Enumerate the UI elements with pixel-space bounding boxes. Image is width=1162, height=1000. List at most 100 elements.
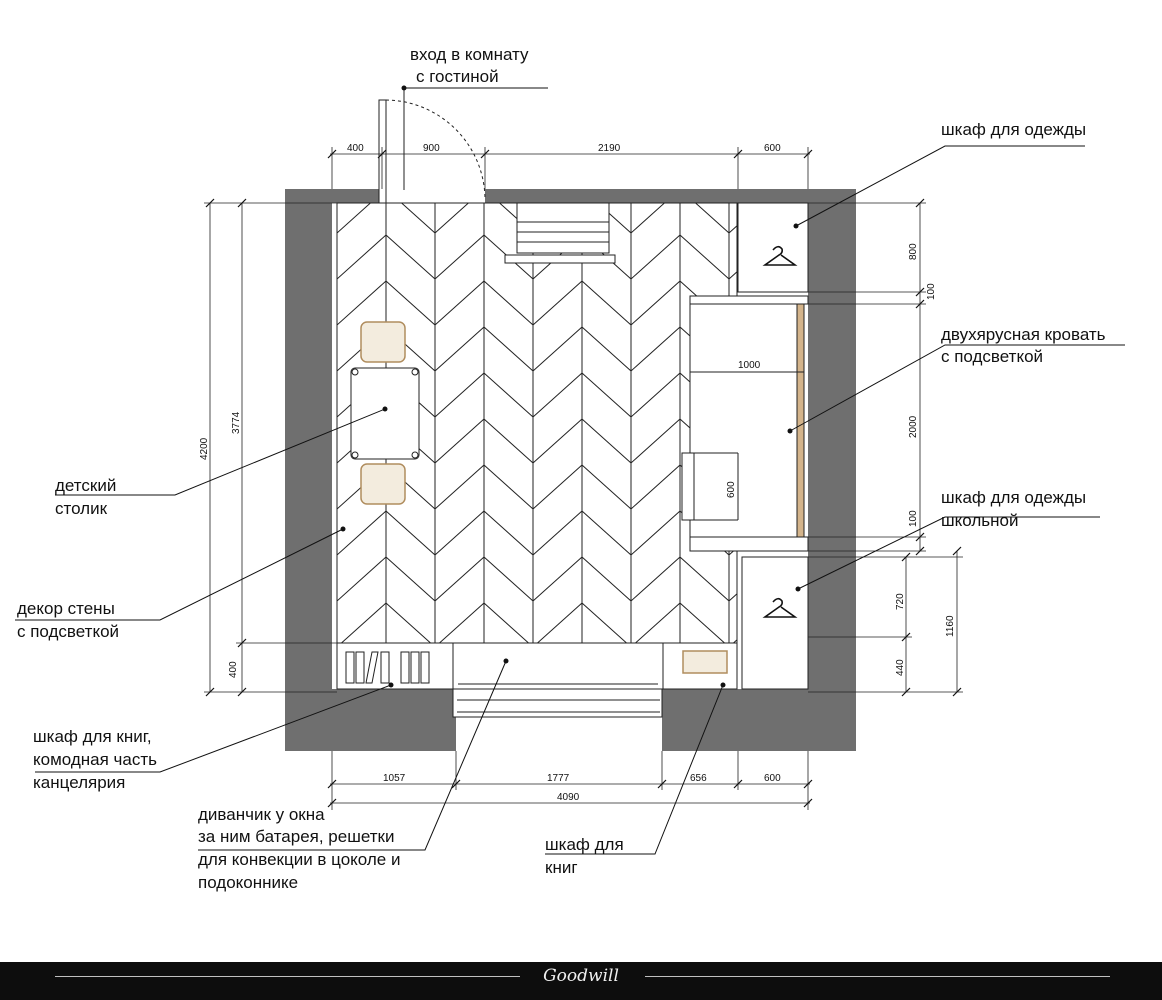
label-entrance-line2: с гостиной [416, 67, 499, 86]
parquet-plank [679, 602, 726, 643]
wall-right [808, 189, 856, 751]
label-kids-table-line1: детский [55, 476, 116, 495]
parquet-plank [581, 326, 632, 372]
parquet-plank [630, 326, 681, 372]
parquet-plank [581, 602, 628, 643]
parquet-plank [634, 602, 681, 643]
bunk-bed [681, 295, 809, 552]
wall-top-right [485, 189, 856, 203]
parquet-plank [536, 602, 583, 643]
wall-left [285, 189, 332, 751]
storage-box [682, 650, 728, 674]
wardrobe-school [741, 556, 809, 690]
dim-top-400: 400 [347, 143, 364, 154]
parquet-plank [533, 143, 582, 187]
dim-bed-600: 600 [726, 481, 737, 498]
parquet-plank [337, 234, 387, 280]
stool-bottom [360, 463, 406, 505]
dim-bottom-1777: 1777 [547, 773, 570, 784]
parquet-plank [630, 464, 681, 510]
parquet-plank [438, 602, 485, 643]
label-bunk-bed: двухярусная кровать с подсветкой [941, 325, 1106, 366]
label-window-sofa-line4: подоконнике [198, 873, 298, 892]
label-kids-table: детский столик [55, 476, 116, 518]
wardrobe-top [737, 202, 809, 293]
label-wardrobe-school-line1: шкаф для одежды [941, 488, 1086, 507]
parquet-plank [434, 234, 485, 280]
door [378, 85, 486, 204]
parquet-plank [434, 418, 485, 464]
dim-right-440: 440 [895, 659, 906, 676]
parquet-plank [532, 510, 583, 556]
parquet-plank [694, 203, 730, 234]
parquet-plank [385, 280, 436, 326]
label-bookcase-left-line2: комодная часть [33, 750, 157, 769]
parquet-plank [630, 372, 681, 418]
hanger-icon [762, 597, 798, 618]
label-bunk-bed-line2: с подсветкой [941, 347, 1043, 366]
parquet-plank [532, 464, 583, 510]
dim-right-800: 800 [908, 243, 919, 260]
books-icon [345, 651, 430, 684]
parquet-plank [581, 372, 632, 418]
footer-rule-left [55, 976, 520, 977]
parquet-plank [630, 556, 681, 602]
label-window-sofa-line2: за ним батарея, решетки [198, 827, 394, 846]
parquet-plank [337, 556, 387, 602]
parquet-plank [581, 510, 632, 556]
dim-left-3774: 3774 [231, 411, 242, 434]
label-wardrobe-top: шкаф для одежды [941, 120, 1086, 139]
dim-bottom-1057: 1057 [383, 773, 406, 784]
parquet-plank [532, 280, 583, 326]
label-bookcase-right-line1: шкаф для [545, 835, 624, 854]
bottom-cabinets [336, 642, 738, 718]
parquet-plank [483, 556, 534, 602]
parquet-plank [630, 203, 666, 234]
label-bunk-bed-line1: двухярусная кровать [941, 325, 1106, 344]
parquet-plank [631, 143, 680, 187]
parquet-plank [581, 418, 632, 464]
parquet-plank [680, 143, 729, 187]
parquet-plank [385, 510, 436, 556]
parquet-plank [340, 602, 387, 643]
dim-right-720: 720 [895, 593, 906, 610]
parquet-plank [484, 143, 533, 187]
stool-top [360, 321, 406, 363]
dim-bottom-4090: 4090 [557, 792, 580, 803]
dim-right-100a: 100 [926, 283, 937, 300]
kids-table [350, 321, 420, 505]
parquet-plank [483, 464, 534, 510]
parquet-plank [385, 556, 436, 602]
parquet-plank [532, 556, 583, 602]
label-wardrobe-school-line2: школьной [941, 511, 1018, 530]
parquet-plank [434, 326, 485, 372]
footer-rule-right [645, 976, 1110, 977]
top-shelf-unit [504, 202, 616, 264]
label-bookcase-left: шкаф для книг, комодная часть канцелярия [33, 727, 157, 792]
parquet-plank [337, 280, 387, 326]
brand-logo: Goodwill [543, 966, 619, 986]
parquet-plank [434, 372, 485, 418]
dim-bed-1000: 1000 [738, 360, 761, 371]
parquet-plank [630, 280, 681, 326]
parquet-plank [581, 556, 632, 602]
label-window-sofa-line1: диванчик у окна [198, 805, 325, 824]
parquet-plank [483, 280, 534, 326]
parquet-plank [679, 234, 730, 280]
parquet-plank [483, 326, 534, 372]
parquet-plank [434, 280, 485, 326]
parquet-plank [483, 418, 534, 464]
parquet-plank [385, 234, 436, 280]
hanger-icon [762, 245, 798, 266]
parquet-plank [434, 203, 470, 234]
parquet-plank [581, 464, 632, 510]
label-bookcase-left-line3: канцелярия [33, 773, 125, 792]
label-kids-table-line2: столик [55, 499, 108, 518]
parquet-plank [483, 372, 534, 418]
label-bookcase-left-line1: шкаф для книг, [33, 727, 152, 746]
parquet-plank [630, 418, 681, 464]
parquet-plank [435, 143, 484, 187]
parquet-plank [434, 464, 485, 510]
label-entrance: вход в комнату с гостиной [410, 45, 529, 86]
